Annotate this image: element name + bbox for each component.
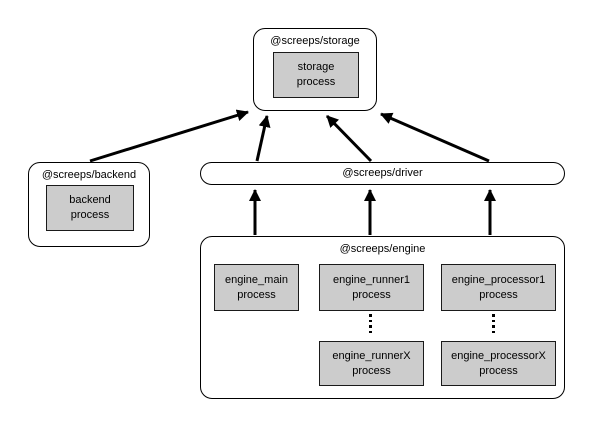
process-storage: storage process: [273, 52, 359, 98]
node-backend: @screeps/backend backend process: [28, 162, 150, 247]
node-driver: @screeps/driver: [200, 162, 565, 185]
process-engine-processor1: engine_processor1 process: [441, 264, 556, 311]
node-engine: @screeps/engine engine_main process engi…: [200, 236, 565, 399]
node-engine-label: @screeps/engine: [339, 243, 426, 255]
process-engine-runner1: engine_runner1 process: [319, 264, 424, 311]
node-driver-label: @screeps/driver: [342, 167, 423, 179]
vertical-ellipsis-runner: [369, 314, 372, 333]
node-storage: @screeps/storage storage process: [253, 28, 377, 111]
edge-driver-to-storage-1: [255, 115, 271, 162]
node-storage-label: @screeps/storage: [270, 35, 360, 47]
edge-driver-to-storage-2: [325, 114, 373, 163]
vertical-ellipsis-processor: [492, 314, 495, 333]
edge-driver-to-storage-3: [380, 112, 490, 163]
process-engine-main: engine_main process: [214, 264, 299, 311]
node-backend-label: @screeps/backend: [41, 169, 137, 181]
process-engine-processorX: engine_processorX process: [441, 341, 556, 386]
process-backend: backend process: [46, 185, 134, 231]
process-engine-runnerX: engine_runnerX process: [319, 341, 424, 386]
edge-backend-to-storage: [89, 109, 249, 163]
